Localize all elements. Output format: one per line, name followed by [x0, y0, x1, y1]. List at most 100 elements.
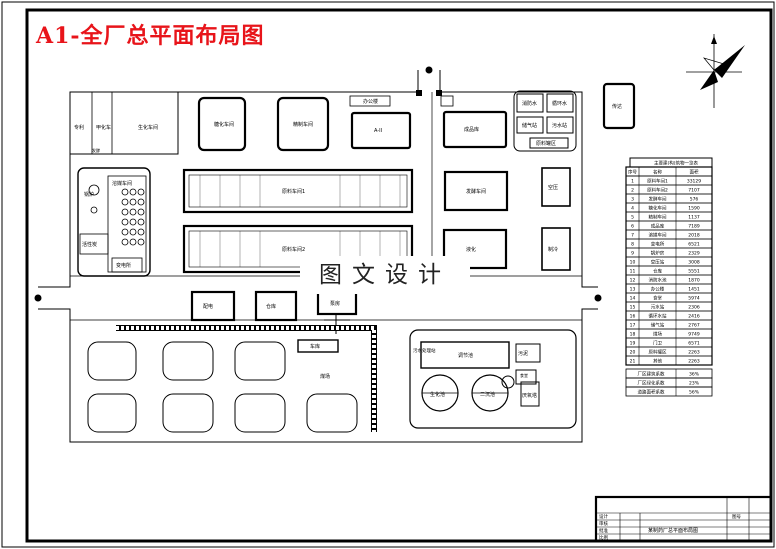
coal-pile-6	[234, 393, 286, 433]
table-cell: 储气站	[651, 321, 665, 328]
table-cell: 5551	[688, 268, 700, 274]
table-cell: 6	[631, 223, 634, 229]
table-cell: 7107	[688, 187, 700, 193]
table-cell: 2	[631, 187, 634, 193]
table-cell: 2329	[688, 250, 700, 256]
table-cell: 17	[630, 322, 636, 328]
table-cell: 成品库	[651, 222, 665, 229]
label-b24: 煤场	[320, 373, 330, 380]
table-cell: 变电所	[651, 240, 665, 247]
label-b35: 车库	[310, 343, 320, 350]
table-cell: 21	[630, 358, 636, 364]
table-cell: 10	[630, 259, 636, 265]
table-cell: 循环水站	[649, 312, 667, 319]
label-b1: 生化车间	[138, 124, 158, 131]
north-arrow-rose-icon	[686, 34, 745, 108]
table-cell: 33129	[687, 178, 701, 184]
table-cell: 15	[630, 304, 636, 310]
label-b3: 甲化车	[96, 124, 111, 131]
label-b8: A-II	[374, 128, 382, 134]
summary-label: 厂区绿化系数	[638, 379, 665, 386]
label-b30: 办公楼	[363, 98, 378, 105]
table-cell: 11	[630, 268, 636, 274]
table-cell: 18	[630, 331, 636, 337]
tb-c4: 比例	[599, 534, 608, 541]
label-b29: 厌氧塔	[522, 392, 537, 399]
table-cell: 6571	[688, 340, 700, 346]
table-cell: 8	[631, 241, 634, 247]
label-b26: 二沉池	[480, 391, 495, 398]
table-cell: 其他	[653, 357, 662, 364]
table-cell: 2263	[688, 349, 700, 355]
summary-row	[625, 386, 713, 397]
label-b17: 变电所	[116, 262, 131, 269]
tb-c3: 批准	[599, 527, 608, 534]
building-b15	[182, 168, 414, 214]
table-cell: 食堂	[653, 294, 662, 301]
internal-roads	[70, 92, 582, 321]
label-b9: 成品库	[464, 126, 479, 133]
utility-block	[513, 90, 577, 152]
tank-farm	[88, 184, 145, 246]
building-b23	[190, 290, 236, 322]
table-cell: 9749	[688, 331, 700, 337]
table-header-cell: 名称	[653, 168, 662, 175]
building-b7	[276, 96, 330, 152]
label-b5: 发酵	[92, 147, 100, 153]
label-b22: 溶媒车间	[112, 180, 132, 187]
label-b10: 污水站	[552, 122, 567, 129]
table-cell: 20	[630, 349, 636, 355]
table-cell: 原料罐区	[649, 348, 667, 355]
label-b14: 原料罐区	[536, 140, 556, 147]
table-cell: 门卫	[653, 339, 662, 346]
table-cell: 576	[690, 196, 699, 202]
building-b27	[420, 341, 510, 369]
label-b6: 糖化车间	[214, 121, 234, 128]
table-cell: 原料车间2	[647, 186, 668, 193]
table-frame	[625, 166, 713, 366]
summary-value: 56%	[689, 389, 700, 395]
label-b20: 空压	[548, 184, 558, 191]
table-cell: 3	[631, 196, 634, 202]
table-cell: 办公楼	[651, 285, 665, 292]
table-cell: 5974	[688, 295, 700, 301]
table-cell: 1590	[688, 205, 700, 211]
table-header-cell: 序号	[628, 168, 637, 175]
label-b4: 锅炉	[84, 191, 94, 198]
building-b33	[602, 82, 636, 130]
table-cell: 消防水池	[649, 276, 667, 283]
label-b18: 发酵车间	[466, 188, 486, 195]
building-b35	[297, 339, 339, 353]
building-b31	[254, 290, 298, 322]
building-b20	[541, 167, 571, 207]
coal-pile-2	[162, 341, 214, 381]
tb-c2: 审核	[599, 520, 608, 527]
building-b22	[77, 167, 151, 277]
east-gate	[594, 294, 602, 302]
table-cell: 发酵车间	[649, 195, 667, 202]
watermark: 图文设计	[300, 256, 470, 294]
inner-frame	[25, 8, 773, 543]
label-b23: 配电	[203, 303, 213, 310]
table-cell: 19	[630, 340, 636, 346]
table-cell: 1137	[688, 214, 700, 220]
drawing-title: A1-全厂总平面布局图	[36, 23, 265, 49]
label-b34: 泵房	[330, 300, 340, 307]
table-cell: 1870	[688, 277, 700, 283]
table-cell: 13	[630, 286, 636, 292]
table-cell: 煤场	[653, 330, 662, 337]
table-cell: 14	[630, 295, 636, 301]
label-b13: 储气站	[522, 122, 537, 129]
table-cell: 溶媒车间	[649, 231, 667, 238]
building-b37	[409, 329, 577, 429]
title-block	[594, 495, 773, 543]
table-cell: 精制车间	[649, 213, 667, 220]
building-b9	[442, 110, 508, 149]
coal-pile-7	[306, 393, 358, 433]
coal-pile-5	[162, 393, 214, 433]
label-b15: 原料车间1	[282, 188, 305, 195]
table-cell: 7189	[688, 223, 700, 229]
label-b19: 液化	[466, 246, 476, 253]
table-cell: 原料车间1	[647, 177, 668, 184]
